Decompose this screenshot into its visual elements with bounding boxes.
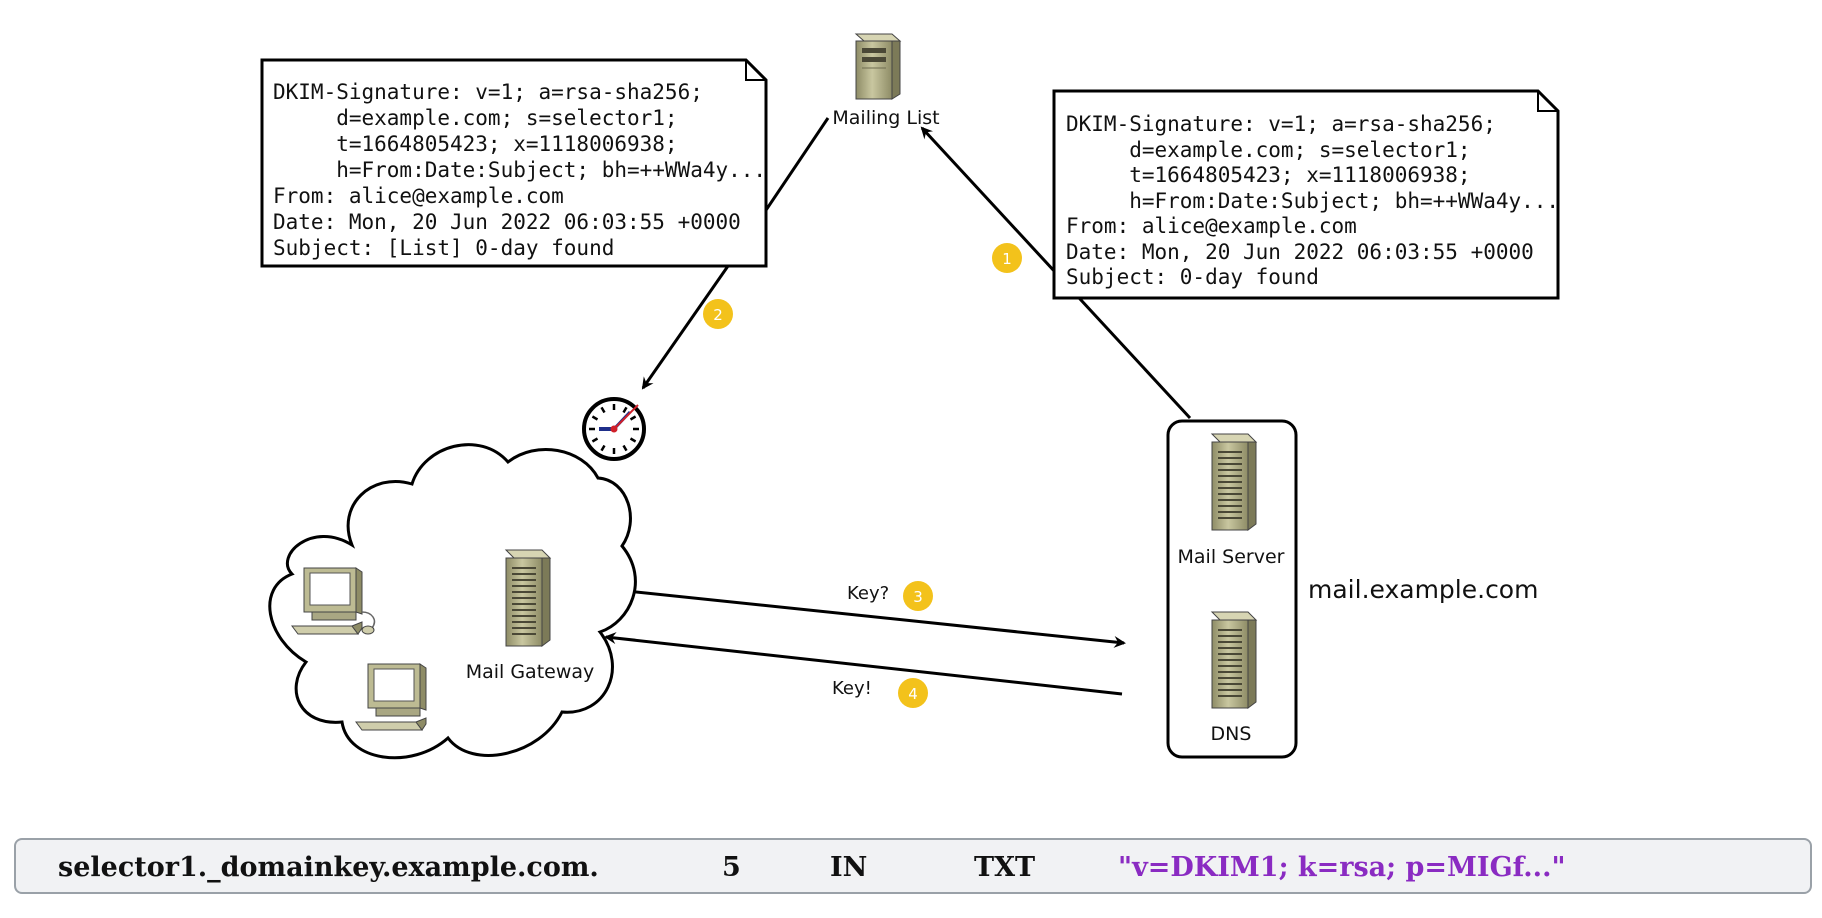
svg-text:1: 1: [1002, 250, 1012, 268]
dns-record-ttl: 5: [722, 852, 741, 883]
right-email-line: t=1664805423; x=1118006938;: [1066, 163, 1471, 187]
key-response-arrow: [604, 632, 1123, 696]
right-email-line: Subject: 0-day found: [1066, 265, 1319, 289]
mail-gateway-label: Mail Gateway: [466, 661, 595, 683]
left-email-line: Date: Mon, 20 Jun 2022 06:03:55 +0000: [273, 210, 741, 234]
dns-record-type: TXT: [974, 852, 1036, 883]
right-email-line: h=From:Date:Subject; bh=++WWa4y...: [1066, 189, 1559, 213]
dns-label: DNS: [1211, 723, 1252, 745]
mail-server-icon: [1211, 433, 1257, 531]
list-to-left-email-line: [756, 117, 830, 223]
right-email-line: Date: Mon, 20 Jun 2022 06:03:55 +0000: [1066, 240, 1534, 264]
dns-server-icon: [1211, 611, 1257, 709]
svg-text:3: 3: [913, 588, 923, 606]
mailing-list-server-icon: [855, 33, 901, 100]
domain-label: mail.example.com: [1308, 575, 1538, 604]
mail-domain-box: [1166, 419, 1298, 759]
left-email-line: d=example.com; s=selector1;: [273, 106, 678, 130]
left-email-line: From: alice@example.com: [273, 184, 564, 208]
dns-txt-record: selector1._domainkey.example.com. 5 IN T…: [14, 838, 1812, 894]
mailing-list-label: Mailing List: [832, 107, 939, 129]
clock-icon: [582, 397, 646, 461]
right-email-line: d=example.com; s=selector1;: [1066, 138, 1471, 162]
left-email-subject: Subject: [List] 0-day found: [273, 236, 614, 260]
key-response-label: Key!: [832, 678, 872, 699]
left-email-line: DKIM-Signature: v=1; a=rsa-sha256;: [273, 80, 703, 104]
svg-text:4: 4: [908, 685, 918, 703]
step-badge: 1: [992, 243, 1022, 273]
right-email-line: DKIM-Signature: v=1; a=rsa-sha256;: [1066, 112, 1496, 136]
step-badge: 2: [703, 299, 733, 329]
mail-gateway-server-icon: [505, 549, 551, 647]
right-email-note: DKIM-Signature: v=1; a=rsa-sha256; d=exa…: [1052, 89, 1560, 300]
step-badge: 4: [898, 678, 928, 708]
internal-network-cloud: [268, 443, 637, 760]
dns-record-value: "v=DKIM1; k=rsa; p=MIGf...": [1118, 852, 1566, 883]
svg-text:2: 2: [713, 306, 723, 324]
left-email-line: h=From:Date:Subject; bh=++WWa4y...: [273, 158, 766, 182]
key-request-arrow: [597, 586, 1126, 648]
left-email-line: t=1664805423; x=1118006938;: [273, 132, 678, 156]
left-email-note: DKIM-Signature: v=1; a=rsa-sha256; d=exa…: [260, 58, 768, 268]
key-request-label: Key?: [847, 583, 889, 604]
right-email-line: From: alice@example.com: [1066, 214, 1357, 238]
workstation-icon: [291, 567, 376, 635]
dns-record-class: IN: [830, 852, 868, 883]
left-email-to-clock-arrow: [641, 265, 730, 390]
dns-record-name: selector1._domainkey.example.com.: [58, 852, 599, 883]
step-badge: 3: [903, 581, 933, 611]
mail-server-label: Mail Server: [1178, 546, 1285, 568]
